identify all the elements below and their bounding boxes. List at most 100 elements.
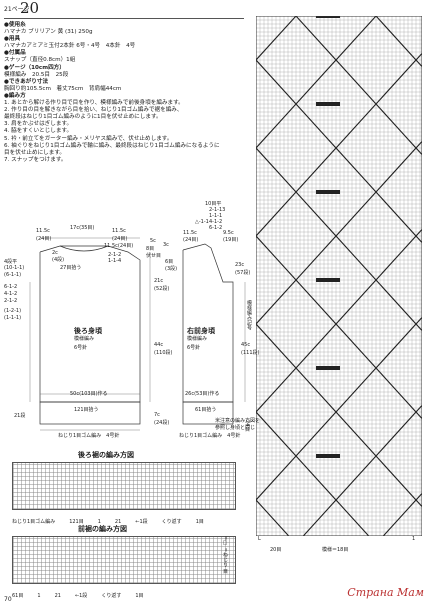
hem-chart-label: 61目	[12, 593, 24, 599]
instructions: ●使用糸ハマナカ ブリリアン 黄 (31) 250g●用具ハマナカアミアミ玉付2…	[4, 22, 249, 164]
hem-chart-label: 1目	[195, 519, 204, 525]
instruction-line: 4. 脇をすくいとじします。	[4, 128, 73, 135]
back-dimension-label: ねじり1目ゴム編み 4号針	[58, 433, 120, 439]
watermark-logo: Страна Мам	[347, 586, 424, 599]
instruction-line: ●編み方	[4, 92, 26, 99]
hem-chart-label: ←1段	[74, 593, 88, 599]
back-outline	[29, 237, 151, 431]
back-dimension-label: (24目)	[112, 236, 128, 242]
instruction-list: ●使用糸ハマナカ ブリリアン 黄 (31) 250g●用具ハマナカアミアミ玉付2…	[4, 22, 249, 164]
back-dimension-label: 121目拾う	[74, 407, 99, 413]
pattern-repeat-label: 模様＝18目	[322, 547, 349, 553]
front-outline	[182, 243, 246, 425]
instruction-line: ●ゲージ（10cm四方）	[4, 64, 65, 71]
back-dimension-label: 21段	[14, 413, 26, 419]
page-label: 21ページ	[4, 6, 30, 13]
back-dimension-label: 11.5c	[36, 228, 50, 234]
pattern-stitch-label: 模様編み記号	[246, 300, 252, 330]
back-dimension-label: 27目拾う	[60, 265, 82, 271]
front-dimension-label: 10目平	[205, 201, 222, 207]
back-dimension-label: 2-1-2	[108, 252, 122, 258]
instruction-line: 1. あとから解ける作り目で目を作り、模様編みで前後身頃を編みます。	[4, 100, 184, 107]
instruction-line: 3. 肩をかぶせはぎします。	[4, 121, 73, 128]
back-dimension-label: 伏せ目	[146, 253, 162, 259]
front-hem-grid	[12, 536, 236, 584]
front-dimension-label: 6目	[165, 259, 174, 265]
header-rule	[4, 18, 244, 19]
front-dimension-label: 11.5c	[183, 230, 197, 236]
back-dimension-label: 2-1-2	[4, 298, 18, 304]
front-dimension-label: (57段)	[235, 270, 251, 276]
back-hem-labels: ねじり1目ゴム編み 121目 1 21 ←1段 くり返す 1目	[12, 508, 234, 527]
hem-chart-label: 121目	[69, 519, 84, 525]
back-dimension-label: (52段)	[154, 286, 170, 292]
hem-chart-label: ねじり1目ゴム編み	[12, 519, 56, 525]
front-dimension-label: 米注意の編み方図を参照し身頃と同じ	[215, 418, 261, 431]
back-schematic: 11.5c(24目)17c(35目)11.5c(24目)11.5c(24目)2c…	[0, 222, 180, 442]
back-dimension-label: (10-1-1)	[4, 265, 25, 271]
instruction-line: ●使用糸	[4, 22, 26, 28]
instruction-line: ●用具	[4, 36, 21, 43]
back-dimension-label: (24段)	[154, 420, 170, 426]
back-dimension-label: (4段)	[52, 257, 65, 263]
instruction-line: スナップ（直径0.8cm）1組	[4, 57, 76, 64]
instruction-line: 胸回り約105.5cm 着丈75cm 背肩幅44cm	[4, 85, 122, 92]
front-dimension-label: 1-1-1	[209, 213, 223, 219]
front-dimension-label: (3段)	[165, 266, 178, 272]
back-dimension-label: (110段)	[154, 350, 173, 356]
back-dimension-label: (24目)	[36, 236, 52, 242]
instruction-line: 最終段はねじり1目ゴム編みのように1目を伏せ止めにします。	[4, 114, 162, 121]
hem-chart-label: 21	[114, 519, 122, 525]
instruction-line: ハマナカアミアミ玉付2本針 6号・4号 4本針 4号	[4, 43, 136, 50]
front-dimension-label: 26c(53目)作る	[185, 391, 220, 397]
hem-chart-label: 21	[54, 593, 61, 599]
front-subtitle: 模様編み	[187, 336, 208, 342]
back-subtitle: 模様編み	[74, 336, 95, 342]
pattern-grid	[256, 16, 422, 536]
back-dimension-label: 7c	[154, 412, 160, 418]
front-dimension-label: 23c	[235, 262, 245, 268]
back-dimension-label: (6-1-1)	[4, 272, 22, 278]
hem-chart-label: 1	[97, 519, 101, 525]
front-hem-title: 前裾の編み方図	[78, 525, 127, 533]
instruction-line: 7. スナップをつけます。	[4, 156, 67, 163]
front-dimension-label: (24目)	[183, 237, 199, 243]
back-dimension-label: 11.5c(24目)	[104, 243, 134, 249]
legend-item: =□	[222, 536, 228, 547]
back-dimension-label: 6-1-2	[4, 284, 18, 290]
front-dimension-label: (111段)	[241, 350, 260, 356]
front-needle: 6号針	[187, 345, 201, 351]
back-dimension-label: 8目	[146, 246, 155, 252]
front-dimension-label: ねじり1目ゴム編み 4号針	[179, 433, 241, 439]
legend: =□ =ねじり 目	[222, 536, 229, 596]
back-needle: 6号針	[74, 345, 88, 351]
back-dimension-label: (1-2-1)	[4, 308, 22, 314]
back-title: 後ろ身頃	[74, 327, 102, 335]
hem-chart-label: ←1段	[135, 519, 148, 525]
hem-chart-label: 1	[37, 593, 41, 599]
front-dimension-label: 9.5c	[223, 230, 234, 236]
front-dimension-label: 45c	[241, 342, 251, 348]
instruction-line: ●できあがり寸法	[4, 78, 49, 85]
front-hem-labels: 61目 1 21 ←1段 くり返す 1目	[12, 582, 234, 601]
hem-chart-label: くり返す	[101, 593, 122, 599]
back-hem-title: 後ろ裾の編み方図	[78, 451, 134, 459]
back-hem-grid	[12, 462, 236, 510]
back-dimension-label: 17c(35目)	[70, 225, 95, 231]
pattern-count-label: 20目	[270, 547, 282, 553]
legend-item: 目	[222, 568, 228, 574]
hem-chart-label: くり返す	[161, 519, 182, 525]
hem-chart-label: 1目	[135, 593, 144, 599]
pattern-left-mark: L	[258, 536, 261, 542]
instruction-line: 2. 作り目の目を解きながら目を拾い、ねじり1目ゴム編みで裾を編み、	[4, 107, 183, 114]
back-dimension-label: 4-1-2	[4, 291, 18, 297]
instruction-line: 模様編み 20.5目 25段	[4, 71, 69, 78]
front-dimension-label: 2-1-13	[209, 207, 226, 213]
pattern-side-label: 24目	[244, 420, 250, 432]
instruction-line: 6. 袖ぐりをねじり1目ゴム編みで輪に編み、最終段はねじり1目ゴム編みになるよう…	[4, 142, 220, 149]
back-dimension-label: 44c	[154, 342, 164, 348]
instruction-line: 5. 衿・前立てをガーター編み・メリヤス編みで、伏せ止めします。	[4, 135, 173, 142]
front-dimension-label: (19目)	[223, 237, 239, 243]
page-number: 20	[20, 0, 40, 17]
